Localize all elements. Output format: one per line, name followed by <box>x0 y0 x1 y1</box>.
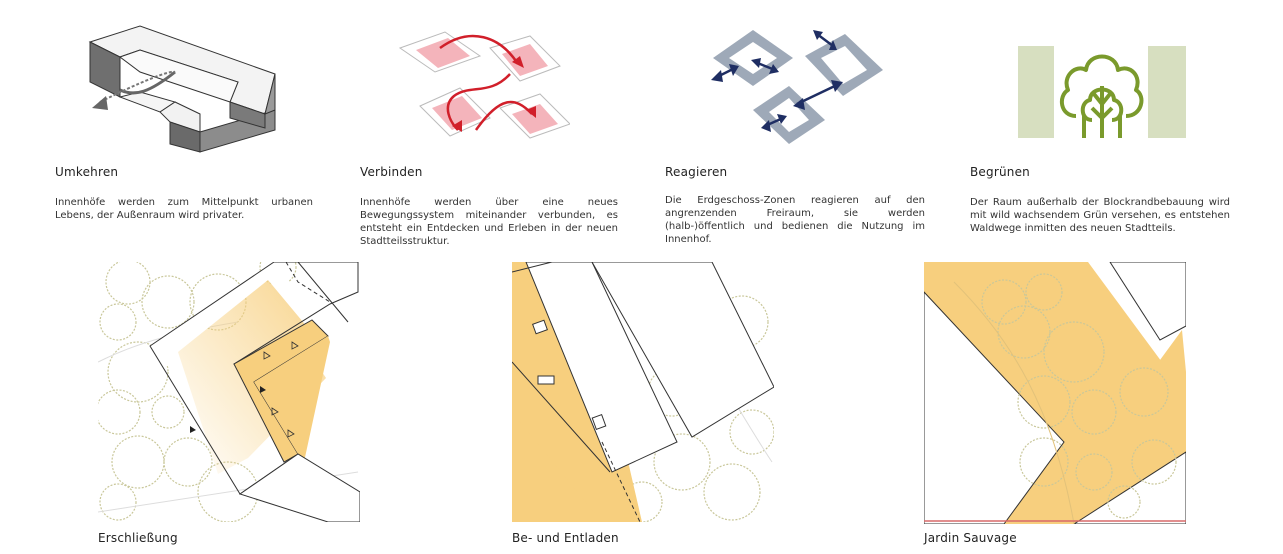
concept-text-begruenen: Der Raum außerhalb der Blockrandbebauung… <box>970 197 1230 234</box>
concept-title-reagieren: Reagieren <box>665 165 728 179</box>
react-zones-icon <box>705 26 895 156</box>
concept-title-begruenen: Begrünen <box>970 165 1030 179</box>
concept-title-verbinden: Verbinden <box>360 165 423 179</box>
concept-text-umkehren: Innenhöfe werden zum Mittelpunkt urbanen… <box>55 197 313 221</box>
concept-title-umkehren: Umkehren <box>55 165 119 179</box>
plan-title-jardin-sauvage: Jardin Sauvage <box>924 531 1017 545</box>
plan-title-be-und-entladen: Be- und Entladen <box>512 531 619 545</box>
concept-text-reagieren: Die Erdgeschoss-Zonen reagieren auf den … <box>665 195 925 245</box>
plan-title-erschliessung: Erschließung <box>98 531 178 545</box>
connect-courtyards-icon <box>390 26 570 156</box>
concept-text-verbinden: Innenhöfe werden über eine neues Bewegun… <box>360 197 618 247</box>
reverse-courtyard-icon <box>80 22 290 157</box>
plan-erschliessung <box>98 262 360 522</box>
plan-jardin-sauvage <box>924 262 1186 524</box>
plan-be-und-entladen <box>512 262 774 522</box>
tree-icon <box>1018 46 1188 140</box>
